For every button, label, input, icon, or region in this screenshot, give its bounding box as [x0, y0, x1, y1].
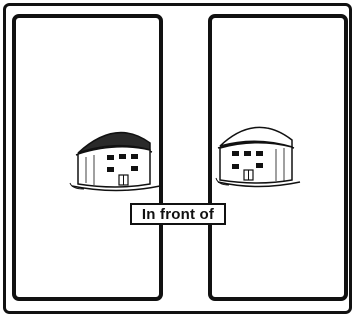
- caption-label: In front of: [130, 203, 226, 225]
- caption-text: In front of: [142, 207, 214, 222]
